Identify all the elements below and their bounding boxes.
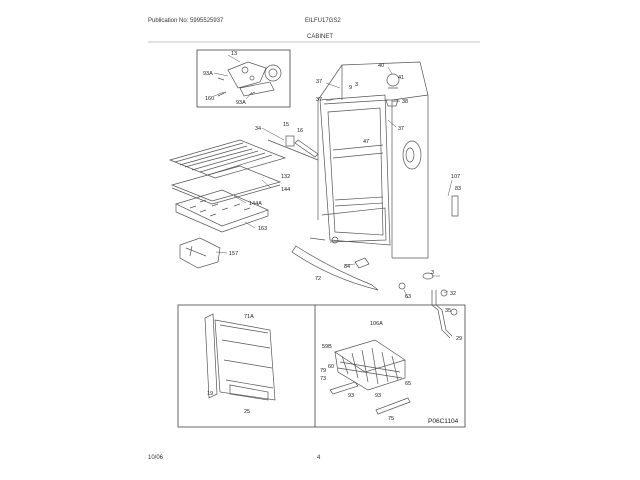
basket-inset-box [177,304,466,428]
label-16: 16 [297,128,303,134]
label-65: 65 [405,381,411,387]
label-71a: 71A [244,314,254,320]
label-144: 144 [281,187,290,193]
label-25: 25 [244,409,250,415]
leveling-leg [354,257,406,290]
label-160: 160 [205,96,214,102]
hinge-assembly-drawing [217,61,282,97]
kick-plate [291,245,379,291]
mounting-bracket [179,237,221,269]
label-15: 15 [283,122,289,128]
label-163: 163 [258,226,267,232]
label-83: 83 [455,186,461,192]
label-79: 79 [320,368,326,374]
label-29: 29 [456,336,462,342]
label-73: 73 [320,376,326,382]
label-9: 9 [349,85,352,91]
label-72: 72 [315,276,321,282]
label-106a: 106A [370,321,383,327]
label-41: 41 [398,75,404,81]
publication-number: Publication No: 5995525937 [148,18,224,24]
footer-date: 10/06 [148,455,164,461]
label-19: 19 [207,391,213,397]
label-144a: 144A [249,201,262,207]
label-107: 107 [451,174,460,180]
side-panel-parts [451,195,459,217]
label-132: 132 [281,174,290,180]
label-34: 34 [255,126,261,132]
label-32: 32 [450,291,456,297]
top-hinge-parts [385,73,400,107]
wire-shelves [168,139,287,205]
label-93-c: 93 [375,393,381,399]
label-59b: 59B [322,344,332,350]
hinge-inset-box [196,49,291,108]
label-47: 47 [363,139,369,145]
ice-tray [175,189,269,233]
model-number: EILFU17GS2 [305,18,341,24]
drain-assembly [422,272,458,339]
label-93a: 93A [203,71,213,77]
label-35: 35 [445,308,451,314]
freezer-basket-drawing [329,339,411,415]
label-37-c: 37 [398,126,404,132]
label-3: 3 [355,82,358,88]
cabinet-body [309,61,429,259]
label-84: 84 [344,264,350,270]
label-40: 40 [378,63,384,69]
section-title: CABINET [307,34,334,40]
label-3-b: 3 [431,270,434,276]
footer-page: 4 [317,455,321,461]
label-37-b: 37 [316,97,322,103]
drawing-code: P06C1104 [428,418,459,425]
label-93-b: 93 [348,393,354,399]
label-13: 13 [231,51,237,57]
label-75: 75 [388,416,394,422]
label-38: 38 [402,99,408,105]
label-37-a: 37 [316,79,322,85]
door-bracket [267,135,319,161]
label-63: 63 [405,294,411,300]
label-60: 60 [328,364,334,370]
door-panel-drawing [204,313,276,401]
part-labels: 13 93A 93A 160 37 37 37 9 3 41 40 38 34 … [203,51,462,425]
label-157: 157 [229,251,238,257]
label-93a-2: 93A [236,100,246,106]
